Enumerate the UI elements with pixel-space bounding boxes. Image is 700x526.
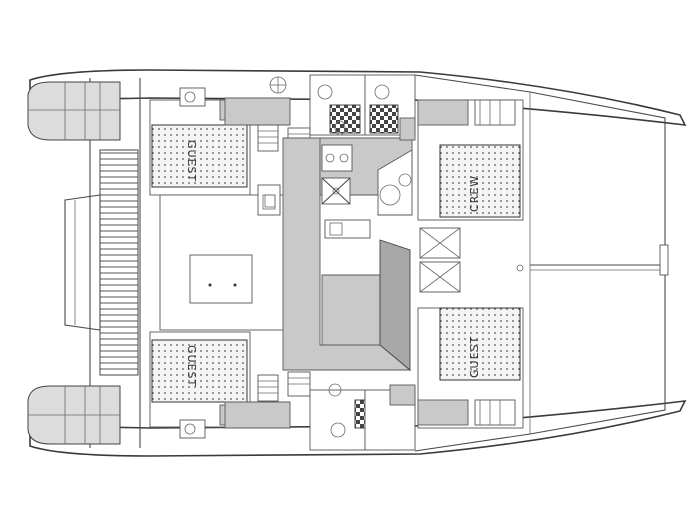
- cockpit-deck: [64, 149, 139, 376]
- saloon: [159, 184, 301, 331]
- central-corridor: [224, 97, 413, 429]
- toilet-icon: [334, 120, 346, 136]
- head-bottom: [309, 383, 416, 451]
- guest-label-top: GUEST: [185, 140, 198, 182]
- guest-label-bottom: GUEST: [185, 345, 198, 387]
- guest-cabin-bottom: [149, 331, 251, 439]
- forward-lockers: [419, 227, 461, 293]
- guest-label-right: GUEST: [468, 336, 481, 378]
- guest-cabin-forward: [417, 307, 524, 429]
- sink-icon: [264, 194, 276, 208]
- galley: [321, 144, 413, 239]
- trampoline: [516, 244, 669, 276]
- crew-label: CREW: [468, 175, 481, 212]
- stern-steps-top: [27, 81, 121, 141]
- crew-cabin: [417, 99, 524, 221]
- head-top: [309, 74, 416, 141]
- stern-steps-bottom: [27, 385, 121, 445]
- stove-icon: [332, 187, 340, 195]
- guest-cabin-top: [149, 87, 251, 196]
- steering-wheel-icon: [269, 76, 287, 94]
